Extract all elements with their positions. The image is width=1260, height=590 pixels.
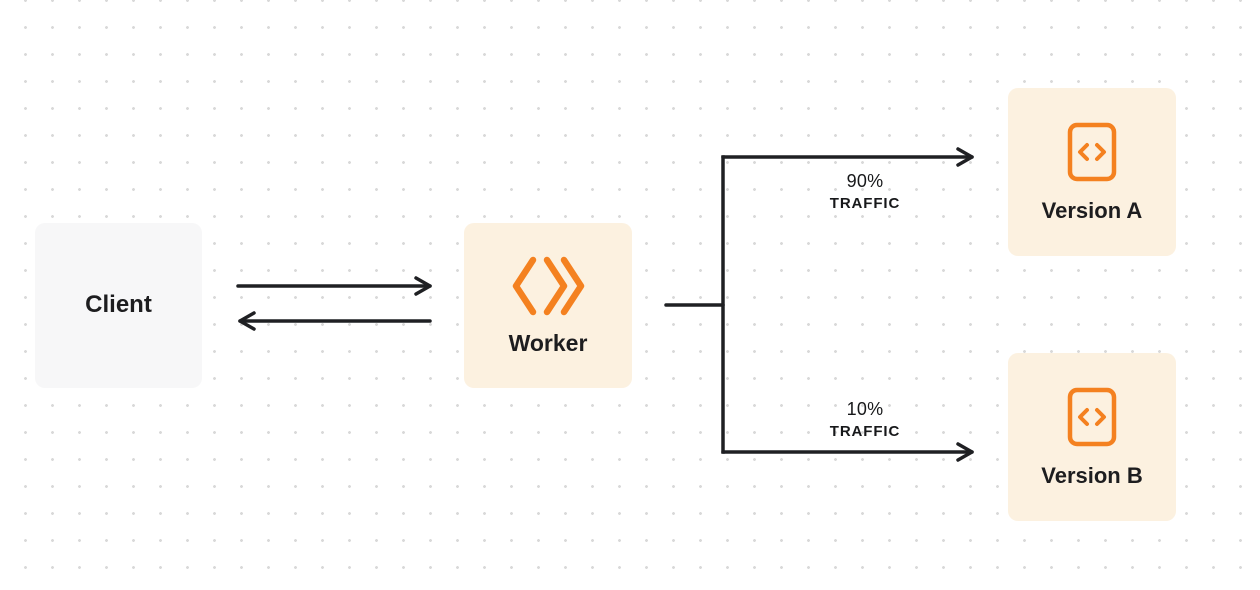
version-b-label: Version B (1041, 462, 1143, 488)
code-window-icon (1067, 387, 1117, 447)
traffic-percent-90: 90% (846, 171, 884, 191)
version-a-label: Version A (1041, 197, 1143, 223)
code-window-icon (1067, 122, 1117, 182)
worker-node: Worker (464, 223, 632, 388)
traffic-label-90: 90% TRAFFIC (770, 171, 960, 213)
worker-label: Worker (508, 329, 588, 356)
traffic-percent-10: 10% (846, 399, 884, 419)
version-a-node: Version A (1008, 88, 1176, 256)
version-b-node: Version B (1008, 353, 1176, 521)
traffic-label-10: 10% TRAFFIC (770, 399, 960, 441)
cloudflare-workers-icon (512, 256, 585, 316)
client-node: Client (35, 223, 202, 388)
traffic-caption-10: TRAFFIC (829, 423, 901, 440)
client-label: Client (85, 291, 152, 319)
traffic-caption-90: TRAFFIC (829, 195, 901, 212)
